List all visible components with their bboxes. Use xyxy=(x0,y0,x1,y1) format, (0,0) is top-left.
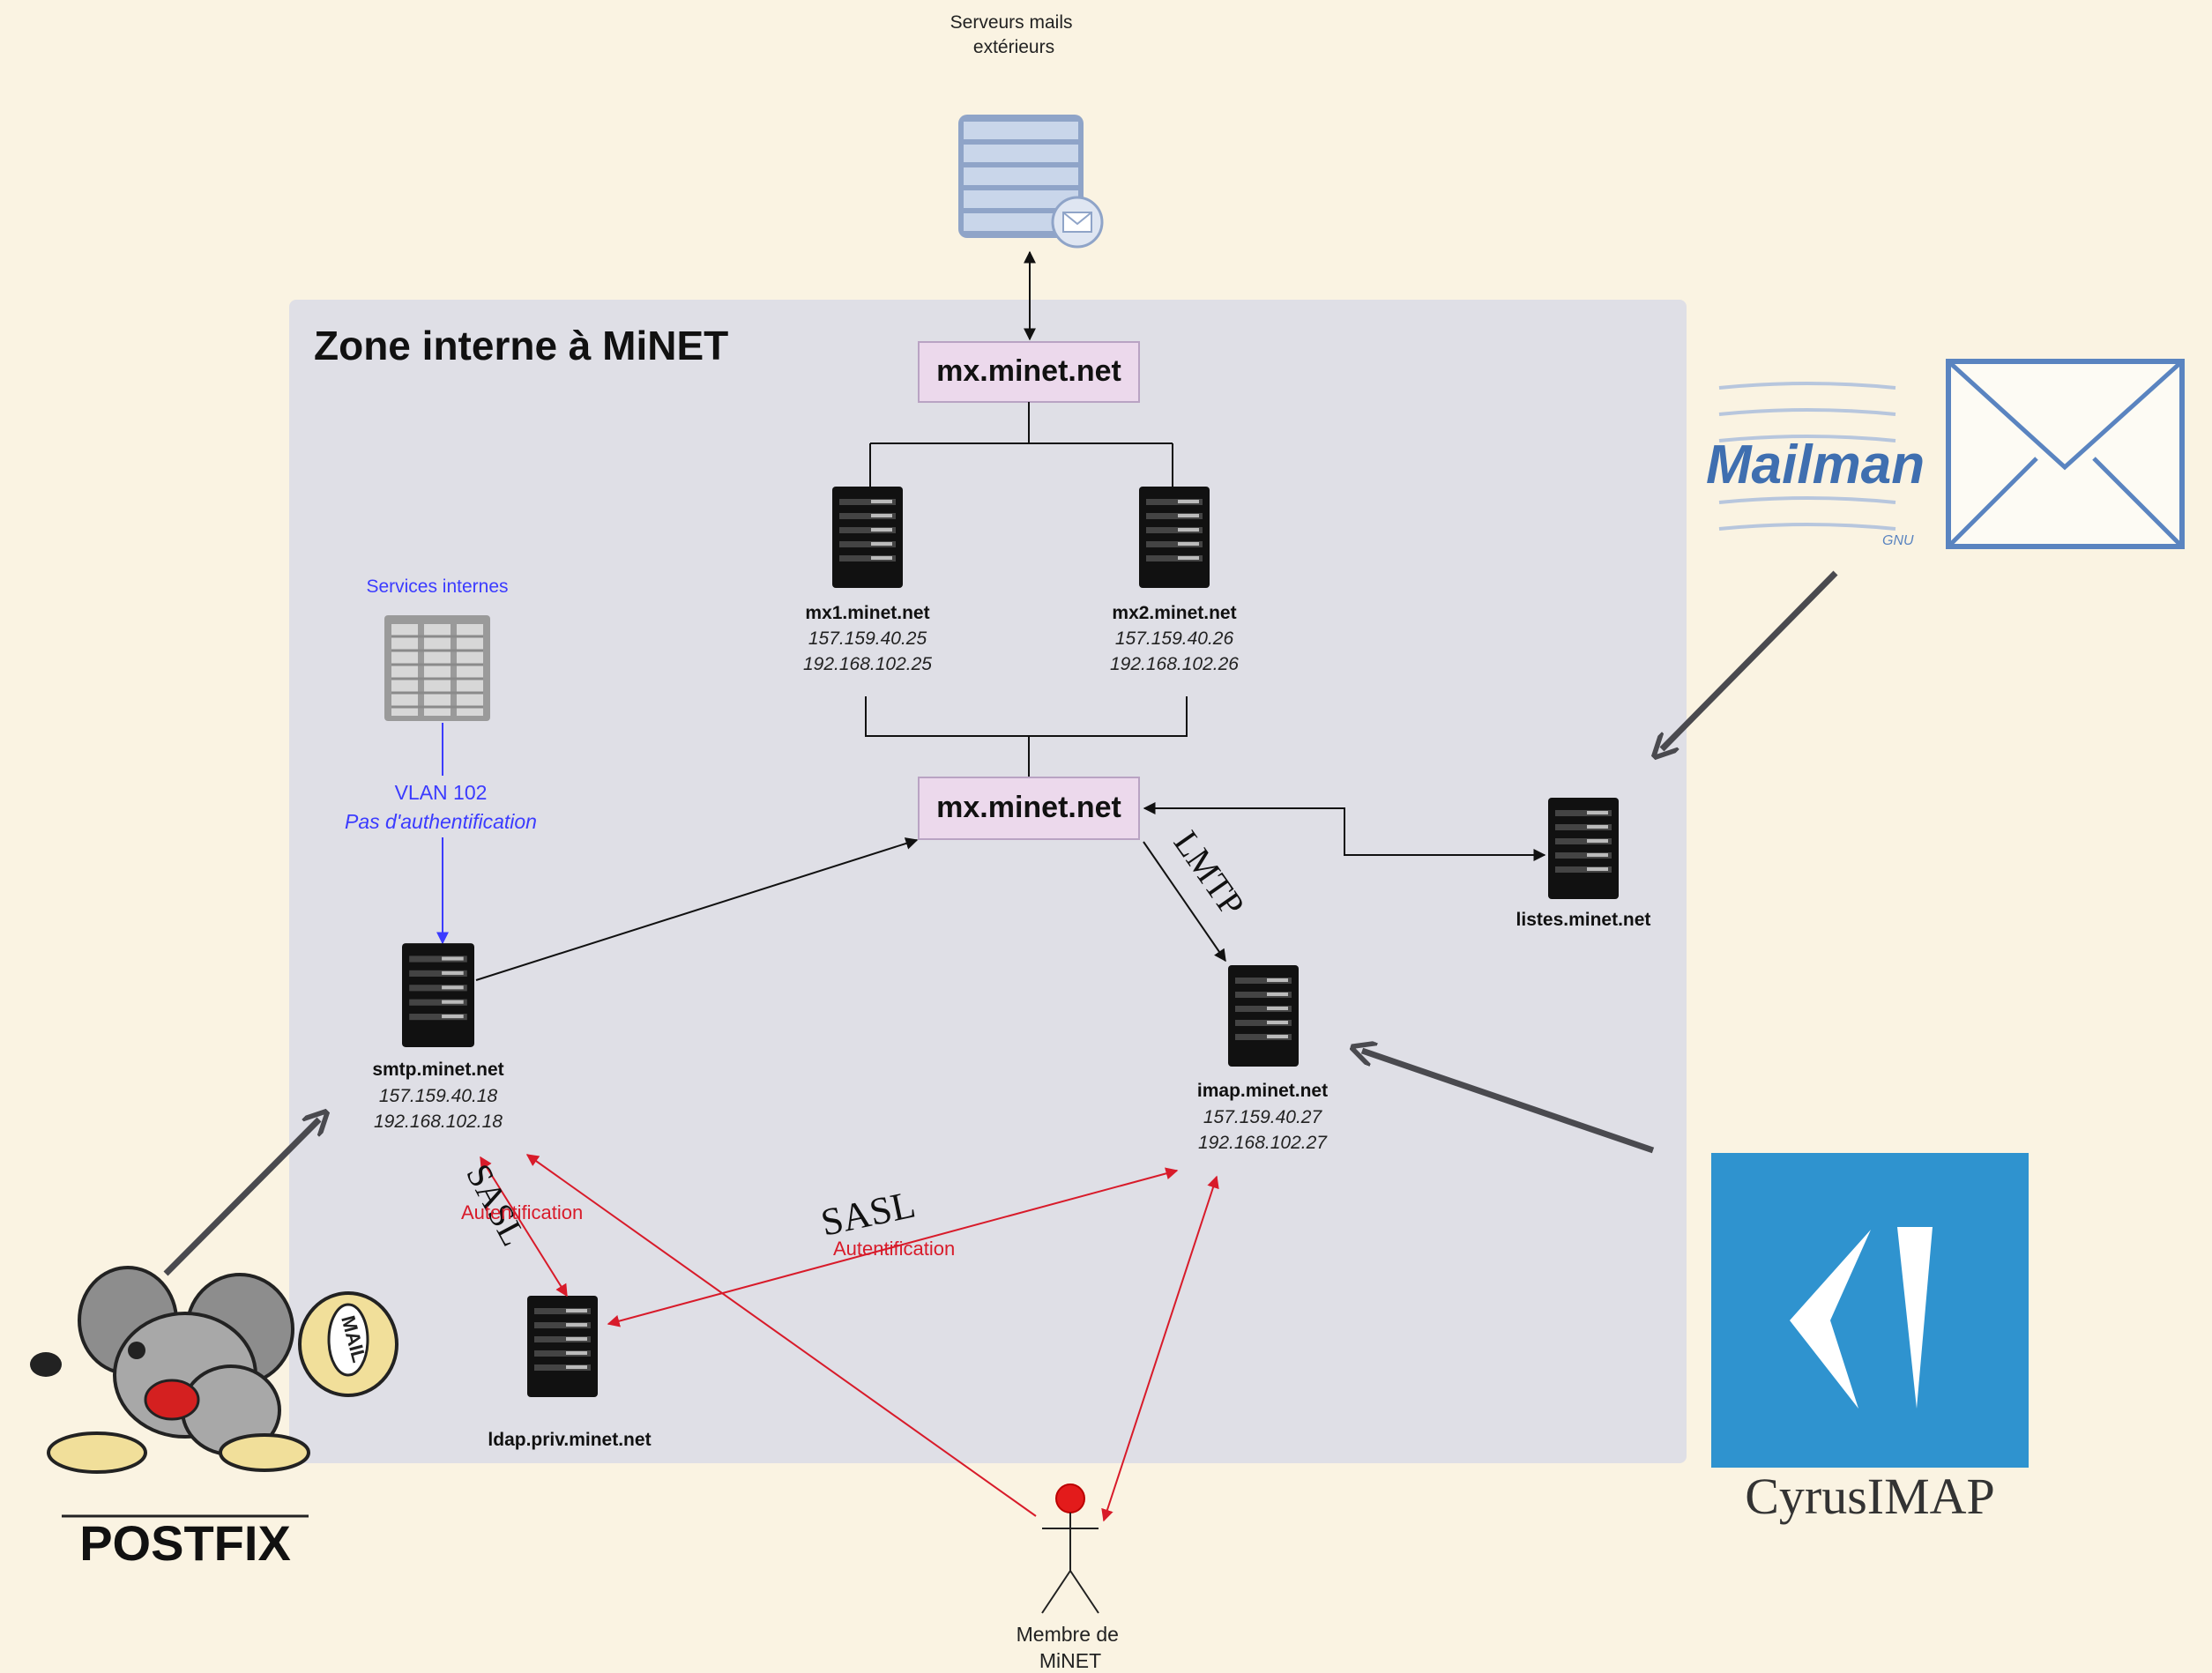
internal-zone xyxy=(289,300,1687,1463)
imap-name: imap.minet.net xyxy=(1197,1081,1328,1101)
svg-text:POSTFIX: POSTFIX xyxy=(79,1515,291,1571)
postfix-logo: MAIL POSTFIX xyxy=(30,1266,398,1571)
vlan-label: VLAN 102 xyxy=(395,781,488,804)
member-icon xyxy=(1041,1483,1099,1614)
member-to-imap-link xyxy=(1101,1175,1219,1522)
cyrus-imap-logo: CyrusIMAP xyxy=(1711,1153,2029,1525)
smtp-name: smtp.minet.net xyxy=(372,1060,503,1080)
mailman-pointer-arrow xyxy=(1662,570,1838,749)
mx1-ip-public: 157.159.40.25 xyxy=(808,628,927,649)
internal-services-icon xyxy=(384,615,490,721)
external-servers-label: Serveurs mails extérieurs xyxy=(950,12,1078,57)
imap-server-icon xyxy=(1228,965,1299,1067)
smtp-ip-public: 157.159.40.18 xyxy=(379,1086,498,1106)
svg-text:GNU: GNU xyxy=(1882,533,1914,548)
mx-listes-link xyxy=(1143,802,1546,861)
mx2-name: mx2.minet.net xyxy=(1112,603,1236,623)
sasl-ldap-imap-link xyxy=(607,1167,1179,1327)
svg-text:Mailman: Mailman xyxy=(1706,435,1925,495)
imap-ip-public: 157.159.40.27 xyxy=(1203,1107,1323,1127)
mailman-logo: Mailman GNU xyxy=(1706,359,2185,549)
sasl-smtp-ldap-link xyxy=(480,1156,568,1298)
smtp-to-mx-link xyxy=(475,837,919,981)
ldap-server-icon xyxy=(527,1296,598,1397)
svg-text:CyrusIMAP: CyrusIMAP xyxy=(1745,1468,1995,1525)
postfix-pointer-arrow xyxy=(163,1119,319,1276)
mx2-server-icon xyxy=(1139,487,1210,588)
member-to-smtp-link xyxy=(525,1154,1037,1517)
mx-mid-tree xyxy=(865,696,1188,777)
mx-top-label: mx.minet.net xyxy=(936,354,1121,388)
mx-mid-label: mx.minet.net xyxy=(936,791,1121,824)
lmtp-link xyxy=(1143,841,1226,963)
mx-top-box[interactable] xyxy=(918,341,1140,403)
smtp-server-icon xyxy=(402,943,474,1047)
member-label: Membre de MiNET xyxy=(1017,1623,1125,1672)
mx1-server-icon xyxy=(832,487,903,588)
sasl-left-sub-label: Autentification xyxy=(461,1201,583,1223)
mx2-ip-public: 157.159.40.26 xyxy=(1115,628,1234,649)
mx-top-tree xyxy=(869,402,1173,487)
sasl-right-sub-label: Autentification xyxy=(833,1238,955,1260)
mx2-ip-private: 192.168.102.26 xyxy=(1110,654,1239,674)
mx1-ip-private: 192.168.102.25 xyxy=(803,654,932,674)
mx1-name: mx1.minet.net xyxy=(805,603,929,623)
listes-server-icon xyxy=(1548,798,1619,899)
vlan-auth-label: Pas d'authentification xyxy=(345,810,537,833)
imap-ip-private: 192.168.102.27 xyxy=(1198,1133,1328,1153)
zone-title: Zone interne à MiNET xyxy=(314,323,728,368)
smtp-ip-private: 192.168.102.18 xyxy=(374,1112,503,1132)
mx-mid-box[interactable] xyxy=(918,777,1140,840)
internal-services-label: Services internes xyxy=(366,576,508,597)
external-mail-servers-icon xyxy=(958,115,1104,249)
ldap-name: ldap.priv.minet.net xyxy=(488,1430,651,1450)
cyrus-pointer-arrow xyxy=(1362,1051,1655,1154)
listes-name: listes.minet.net xyxy=(1516,910,1651,930)
